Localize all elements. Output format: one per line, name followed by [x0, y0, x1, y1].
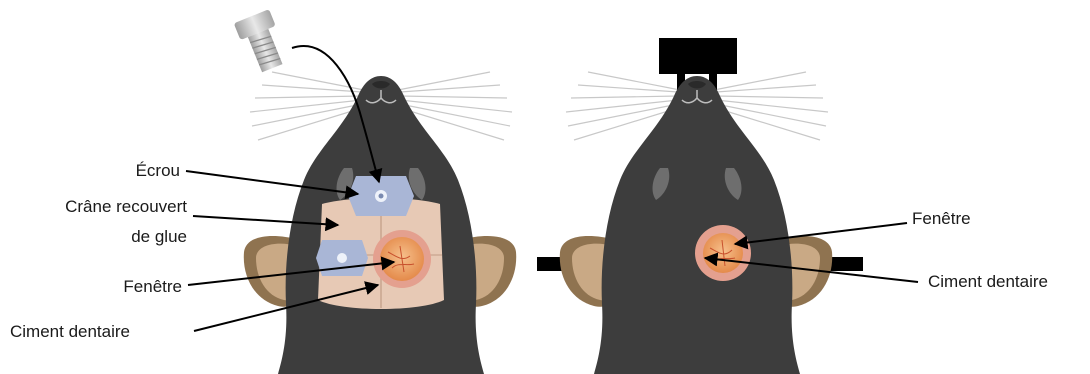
label-window: Fenêtre: [60, 276, 182, 297]
right-mouse-body: [594, 76, 800, 374]
label-cement: Ciment dentaire: [10, 321, 130, 342]
label-right-cement: Ciment dentaire: [928, 271, 1048, 292]
label-skull-line2: de glue: [0, 226, 187, 247]
label-nut: Écrou: [110, 160, 180, 181]
screw-icon: [234, 9, 290, 75]
right-mouse: [537, 38, 863, 374]
right-cranial-window: [695, 225, 751, 281]
nut-icon-top: [348, 176, 414, 216]
left-mouse: [234, 9, 516, 374]
label-skull-line1: Crâne recouvert: [0, 196, 187, 217]
label-right-window: Fenêtre: [912, 208, 971, 229]
left-cranial-window: [373, 230, 431, 288]
